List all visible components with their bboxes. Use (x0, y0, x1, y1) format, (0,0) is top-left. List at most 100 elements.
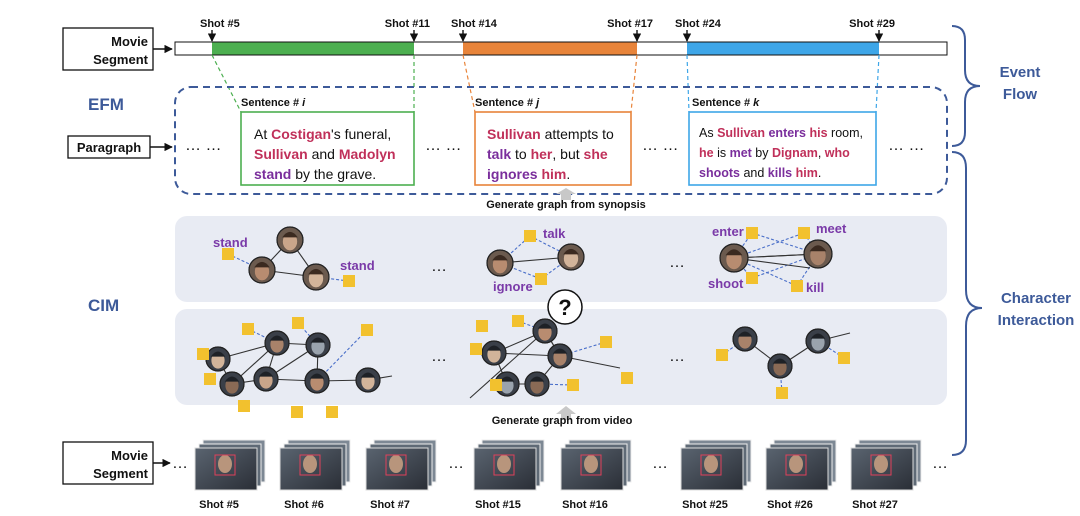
movie-segment-label-top-1: Movie (111, 34, 148, 49)
interaction-node (470, 343, 482, 355)
sentence-line: shoots and kills him. (699, 166, 821, 180)
action-label-talk: talk (543, 226, 566, 241)
sentence-line: talk to her, but she (487, 146, 608, 162)
character-hair (537, 323, 553, 329)
action-label-enter: enter (712, 224, 744, 239)
ellipsis-3: … … (642, 137, 678, 154)
shot-frame-figure (389, 455, 403, 473)
movie-segment-box-top (62, 27, 154, 71)
graph-edge-dashed (316, 329, 368, 382)
shot-marker-label: Shot #5 (200, 18, 240, 30)
shot-marker-label: Shot #14 (451, 18, 498, 30)
top-timeline: Movie Segment Shot #5 Shot #11 Shot #14 Sho… (62, 18, 948, 71)
sentence-box-i (240, 111, 415, 186)
shot-frame-figure (874, 455, 888, 473)
sentence-box-j (474, 111, 632, 186)
detection-box (580, 454, 602, 476)
interaction-node (291, 406, 303, 418)
shot-marker-label: Shot #17 (607, 18, 653, 30)
shot-frame-figure (218, 455, 232, 473)
interaction-node (204, 373, 216, 385)
interaction-node (197, 348, 209, 360)
detection-box (870, 454, 892, 476)
shot-caption: Shot #27 (852, 499, 898, 511)
interaction-node (716, 349, 728, 361)
interaction-node (776, 387, 788, 399)
interaction-node (535, 273, 547, 285)
sentence-line: stand by the grave. (254, 166, 376, 182)
character-hair (310, 337, 326, 343)
interaction-node (798, 227, 810, 239)
detection-box (385, 454, 407, 476)
interaction-node (361, 324, 373, 336)
interaction-node (326, 406, 338, 418)
character-hair (269, 335, 285, 341)
shots-ellipsis-mid-1: … (448, 455, 464, 472)
shot-marker-label: Shot #11 (385, 18, 430, 30)
interaction-node (524, 230, 536, 242)
shot-frame-figure (497, 455, 511, 473)
character-hair (499, 376, 515, 382)
character-interaction-label-1: Character (1001, 290, 1071, 307)
graph-edge (469, 330, 546, 399)
character-hair (772, 358, 788, 364)
interaction-node (512, 315, 524, 327)
video-arrow-shape (556, 406, 576, 420)
graph-edge-dashed (529, 235, 572, 258)
sentence-heading-k: Sentence # k (692, 97, 760, 109)
shot-caption: Shot #5 (199, 499, 239, 511)
sentence-line: At Costigan's funeral, (254, 126, 391, 142)
detection-box (493, 454, 515, 476)
interaction-node (791, 280, 803, 292)
detection-box (299, 454, 321, 476)
character-hair (309, 373, 325, 379)
movie-segment-label-top-2: Segment (93, 52, 149, 67)
question-mark: ? (558, 295, 571, 320)
movie-segment-label-bottom-2: Segment (93, 466, 149, 481)
character-hair (492, 254, 508, 261)
interaction-node (567, 379, 579, 391)
interaction-node (222, 248, 234, 260)
shot-frame-figure (789, 455, 803, 473)
character-hair (529, 376, 545, 382)
segment-orange (463, 42, 637, 55)
action-label-ignore: ignore (493, 279, 533, 294)
video-graph-1 (197, 317, 393, 418)
shot-caption: Shot #6 (284, 499, 324, 511)
character-hair (563, 248, 579, 255)
shots-ellipsis-left: … (172, 455, 188, 472)
interaction-node (838, 352, 850, 364)
paragraph-label: Paragraph (77, 140, 141, 155)
generate-from-video-label: Generate graph from video (492, 415, 633, 427)
movie-segment-box-bottom (62, 441, 154, 485)
shot-marker-label: Shot #29 (849, 18, 895, 30)
interaction-node (292, 317, 304, 329)
shot-caption: Shot #16 (562, 499, 608, 511)
action-label-stand: stand (340, 258, 375, 273)
character-hair (486, 345, 502, 351)
action-label-kill: kill (806, 280, 824, 295)
sentence-heading-i: Sentence # i (241, 97, 306, 109)
segment-green (212, 42, 414, 55)
sentence-line: Sullivan attempts to (487, 126, 614, 142)
cim-ellipsis-1: … (431, 258, 447, 275)
shot-caption: Shot #7 (370, 499, 410, 511)
cim-label: CIM (88, 296, 119, 315)
character-hair (258, 371, 274, 377)
character-hair (725, 249, 743, 256)
shot-caption: Shot #26 (767, 499, 813, 511)
character-hair (254, 261, 270, 268)
sentence-line: As Sullivan enters his room, (699, 126, 863, 140)
sentence-line: he is met by Dignam, who (699, 146, 850, 160)
shot-caption: Shot #25 (682, 499, 728, 511)
shot-frame-figure (303, 455, 317, 473)
synopsis-graph-2: talk ignore (486, 226, 585, 294)
efm-label: EFM (88, 95, 124, 114)
character-hair (810, 333, 826, 339)
segment-blue (687, 42, 879, 55)
interaction-node (600, 336, 612, 348)
cim-ellipsis-2: … (669, 254, 685, 271)
